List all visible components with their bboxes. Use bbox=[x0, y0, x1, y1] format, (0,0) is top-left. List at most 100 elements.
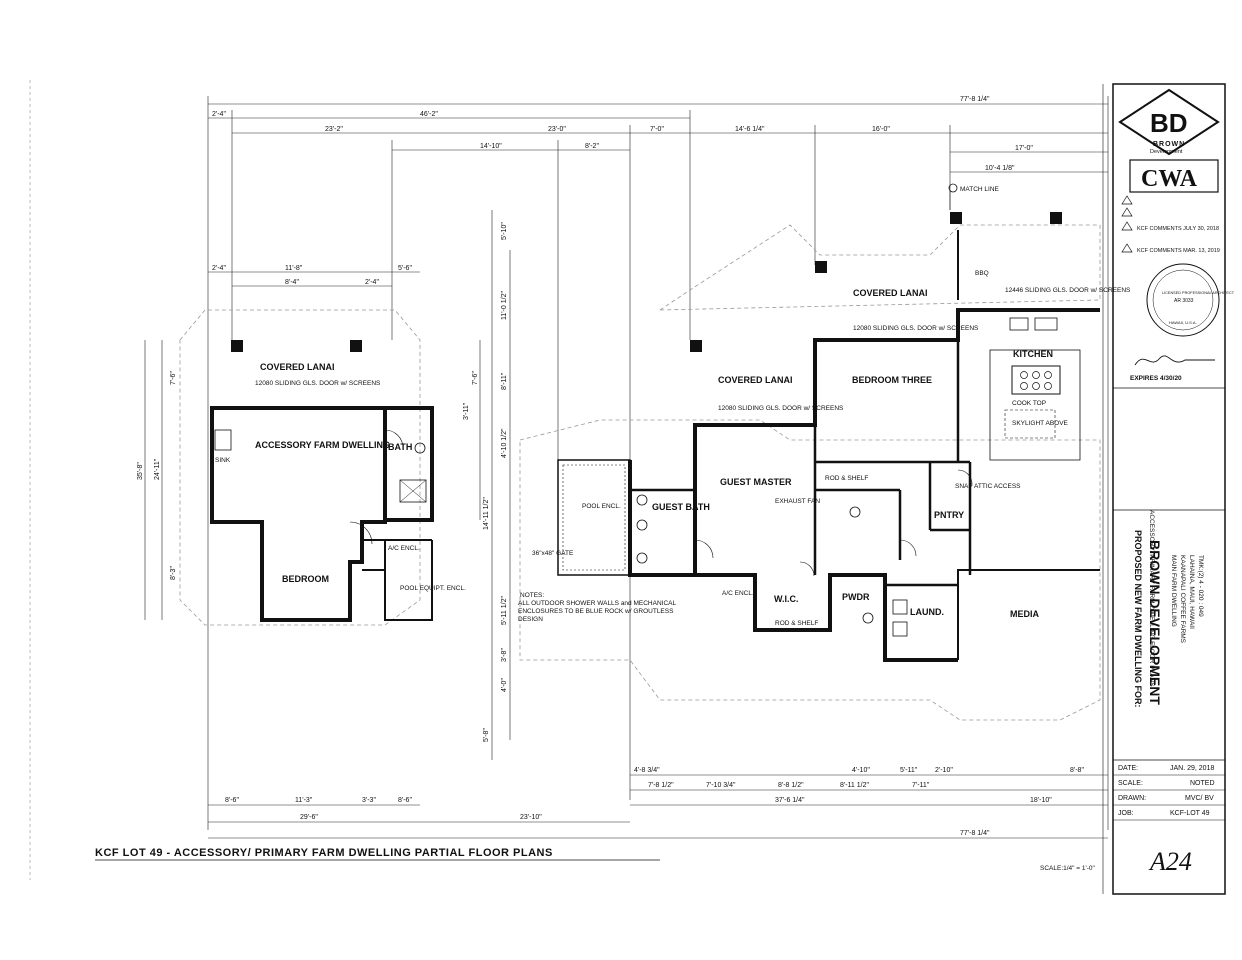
logo-letters: BD bbox=[1150, 108, 1188, 138]
dim-top-g: 16'-0" bbox=[872, 126, 890, 133]
dim-top-i: 14'-10" bbox=[480, 143, 502, 150]
acc-bot-dim-d: 8'-6" bbox=[398, 797, 412, 804]
logo-name: BROWN bbox=[1153, 141, 1185, 148]
gate-label: 36"x48" GATE bbox=[532, 550, 574, 557]
bot-dim-j: 8'-8" bbox=[1070, 767, 1084, 774]
bottom-overall: 77'-8 1/4" bbox=[960, 830, 990, 837]
main-dim-l3: 8'-11" bbox=[501, 372, 508, 390]
architect-stamp-icon bbox=[1146, 263, 1220, 337]
brown-logo-icon bbox=[1118, 88, 1220, 156]
accessory-dwelling: 2'-4" 11'-8" 5'-6" 8'-4" 2'-4" 35'-8" 24… bbox=[137, 265, 481, 626]
main-dim-l6: 5'-11 1/2" bbox=[501, 595, 508, 625]
rod-shelf-1: ROD & SHELF bbox=[825, 475, 868, 482]
dim-top-j: 8'-2" bbox=[585, 143, 599, 150]
pool-encl-label: POOL ENCL. bbox=[582, 503, 621, 510]
revision-triangles bbox=[1121, 195, 1133, 253]
acc-dim-a: 2'-4" bbox=[212, 265, 226, 272]
pwdr-label: PWDR bbox=[842, 592, 870, 602]
notes-body: ALL OUTDOOR SHOWER WALLS and MECHANICAL … bbox=[518, 600, 676, 623]
sliding-door-label: 12446 SLIDING GLS. DOOR w/ SCREENS bbox=[1005, 287, 1131, 294]
acc-bot-dim-c: 3'-3" bbox=[362, 797, 376, 804]
lanai-1-label: COVERED LANAI bbox=[718, 375, 793, 385]
logo-sub: Development bbox=[1150, 149, 1183, 155]
acc-bot-dim-b: 11'-3" bbox=[295, 797, 313, 804]
stamp-line-1: LICENSED PROFESSIONAL ARCHITECT bbox=[1162, 291, 1235, 295]
sheet-description: ACCESSORY/ PRIMARY FARM DWELLING FLOOR P… bbox=[1148, 510, 1155, 687]
kitchen-label: KITCHEN bbox=[1013, 349, 1053, 359]
bot-dim-a: 4'-8 3/4" bbox=[634, 767, 660, 774]
sheet-title: KCF LOT 49 - ACCESSORY/ PRIMARY FARM DWE… bbox=[95, 847, 553, 859]
lanai-2-door: 12080 SLIDING GLS. DOOR w/ SCREENS bbox=[853, 325, 979, 332]
dim-top-c: 23'-2" bbox=[325, 126, 343, 133]
bedroom-three-label: BEDROOM THREE bbox=[852, 375, 932, 385]
exhaust-label: EXHAUST FAN bbox=[775, 498, 820, 505]
dim-top-k: 10'-4 1/8" bbox=[985, 165, 1015, 172]
bot-dim-k: 37'-6 1/4" bbox=[775, 797, 805, 804]
bot-dim-e: 8'-11 1/2" bbox=[840, 782, 870, 789]
sheet-scale: SCALE:1/4" = 1'-0" bbox=[1040, 865, 1096, 872]
bot-dim-i: 7'-11" bbox=[912, 782, 930, 789]
pntry-label: PNTRY bbox=[934, 510, 964, 520]
main-dim-l4: 4'-10 1/2" bbox=[501, 428, 508, 458]
laund-label: LAUND. bbox=[910, 607, 944, 617]
wic-label: W.I.C. bbox=[774, 594, 799, 604]
acc-dim-left-outer: 35'-8" bbox=[137, 462, 144, 480]
bot-dim-g: 5'-11" bbox=[900, 767, 918, 774]
acc-dim-b: 11'-8" bbox=[285, 265, 303, 272]
signature bbox=[1134, 355, 1215, 366]
guest-master-label: GUEST MASTER bbox=[720, 477, 792, 487]
guest-bath-label: GUEST BATH bbox=[652, 502, 710, 512]
acc-lanai-door: 12080 SLIDING GLS. DOOR w/ SCREENS bbox=[255, 380, 381, 387]
scale-label: SCALE: bbox=[1118, 780, 1143, 787]
acc-bot-total: 29'-6" bbox=[300, 814, 318, 821]
main-dim-l7: 3'-8" bbox=[501, 648, 508, 662]
skylight-label: SKYLIGHT ABOVE bbox=[1012, 420, 1069, 427]
dim-top-a: 2'-4" bbox=[212, 111, 226, 118]
lanai-1-door: 12080 SLIDING GLS. DOOR w/ SCREENS bbox=[718, 405, 844, 412]
sheet-number: A24 bbox=[1148, 847, 1192, 876]
acc-ac-label: A/C ENCL. bbox=[388, 545, 420, 552]
drawn-value: MVC/ BV bbox=[1185, 795, 1214, 802]
drawn-label: DRAWN: bbox=[1118, 795, 1146, 802]
project-line-2: BROWN DEVELOPMENT bbox=[1147, 540, 1163, 705]
acc-pool-label: POOL EQUIPT. ENCL. bbox=[400, 585, 466, 592]
stamp-line-3: HAWAII, U.S.A. bbox=[1169, 320, 1197, 325]
project-line-5: LAHAINA, MAUI, HAWAII bbox=[1188, 555, 1195, 629]
main-bot-total: 23'-10" bbox=[520, 814, 542, 821]
main-dim-l5: 14'-11 1/2" bbox=[483, 497, 490, 530]
dim-top-d: 23'-0" bbox=[548, 126, 566, 133]
acc-dim-left-inner: 24'-11" bbox=[154, 458, 161, 480]
acc-sink-label: SINK bbox=[215, 457, 231, 464]
bot-dim-h: 2'-10" bbox=[935, 767, 953, 774]
dim-top-b: 46'-2" bbox=[420, 111, 438, 118]
acc-bot-dim-a: 8'-6" bbox=[225, 797, 239, 804]
acc-lanai-label: COVERED LANAI bbox=[260, 362, 335, 372]
acc-dim-left-a: 7'-6" bbox=[170, 371, 177, 385]
bot-dim-f: 4'-10" bbox=[852, 767, 870, 774]
acc-bedroom-label: BEDROOM bbox=[282, 574, 329, 584]
dim-top-e: 7'-0" bbox=[650, 126, 664, 133]
main-dim-l1: 5'-10" bbox=[501, 222, 508, 240]
project-line-1: PROPOSED NEW FARM DWELLING FOR: bbox=[1133, 530, 1143, 708]
acc-dim-left-b: 8'-3" bbox=[170, 566, 177, 580]
lanai-2-label: COVERED LANAI bbox=[853, 288, 928, 298]
bot-dim-l: 18'-10" bbox=[1030, 797, 1052, 804]
rev-2: KCF COMMENTS MAR. 13, 2019 bbox=[1137, 248, 1220, 254]
firm-name: CWA bbox=[1141, 166, 1198, 192]
job-value: KCF-LOT 49 bbox=[1170, 810, 1210, 817]
main-dim-l2: 11'-0 1/2" bbox=[501, 290, 508, 320]
notes-title: NOTES: bbox=[520, 592, 544, 599]
rod-shelf-2: ROD & SHELF bbox=[775, 620, 818, 627]
project-line-6: TMK:(2) 4 - 020 : 049 bbox=[1197, 555, 1204, 617]
bot-dim-c: 7'-10 3/4" bbox=[706, 782, 736, 789]
acc-dim-right-b: 3'-11" bbox=[463, 402, 470, 420]
attic-label: SNAP ATTIC ACCESS bbox=[955, 483, 1021, 490]
title-block: BD BROWN Development CWA KCF COMMENTS JU… bbox=[1102, 83, 1235, 895]
acc-dwelling-label: ACCESSORY FARM DWELLING bbox=[255, 440, 390, 450]
acc-dim-d: 8'-4" bbox=[285, 279, 299, 286]
date-value: JAN. 29, 2018 bbox=[1170, 765, 1214, 772]
bottom-dimensions bbox=[208, 774, 1108, 839]
dim-top-f: 14'-6 1/4" bbox=[735, 126, 765, 133]
dim-top-overall: 77'-8 1/4" bbox=[960, 96, 990, 103]
